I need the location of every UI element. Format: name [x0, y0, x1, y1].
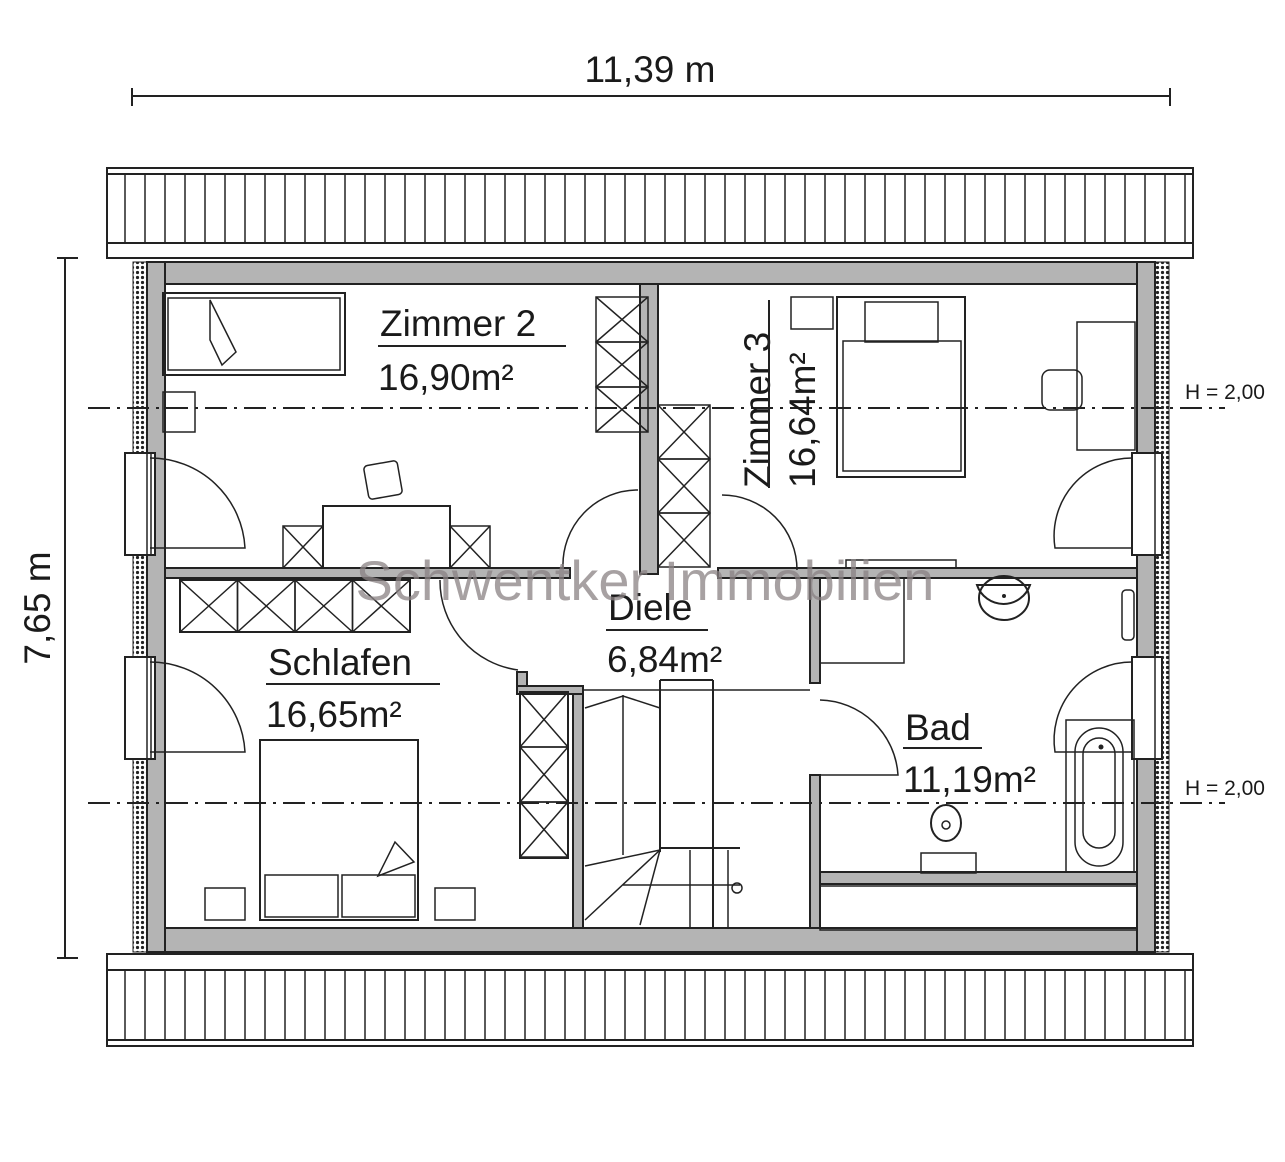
room-name: Schlafen [268, 642, 412, 683]
room-area: 16,64m² [782, 352, 823, 488]
height-marker-top: H = 2,00 [1185, 381, 1265, 404]
depth-dimension [57, 257, 78, 959]
height-marker-bottom: H = 2,00 [1185, 777, 1265, 800]
room-area: 11,19m² [903, 759, 1036, 800]
room-name: Bad [905, 707, 971, 748]
windows [124, 452, 1163, 760]
staircase [583, 679, 810, 928]
width-label: 11,39 m [585, 49, 716, 90]
room-schlafen: Schlafen 16,65m² [266, 642, 440, 735]
furniture-schlafen [179, 579, 569, 921]
room-area: 16,65m² [266, 694, 402, 735]
room-bad: Bad 11,19m² [903, 707, 1036, 800]
width-dimension [131, 88, 1171, 106]
room-name: Diele [608, 587, 692, 628]
doors [149, 457, 1134, 776]
room-diele: Diele 6,84m² [606, 587, 722, 680]
furniture-zimmer2 [162, 292, 649, 569]
roof-top [106, 167, 1194, 259]
watermark: Schwentker Immobilien [356, 549, 935, 612]
room-zimmer3: Zimmer 3 16,64m² [737, 300, 823, 488]
roof-bottom [106, 953, 1194, 1047]
furniture-bad [819, 575, 1138, 931]
room-name: Zimmer 2 [380, 303, 536, 344]
room-name: Zimmer 3 [737, 332, 778, 488]
room-area: 6,84m² [607, 639, 722, 680]
insulation-left [132, 261, 148, 953]
room-zimmer2: Zimmer 2 16,90m² [378, 303, 566, 398]
outer-walls [146, 261, 1156, 953]
depth-label: 7,65 m [17, 551, 58, 664]
inner-walls [164, 283, 1138, 929]
room-area: 16,90m² [378, 357, 514, 398]
furniture-zimmer3 [657, 296, 1136, 569]
insulation-right [1154, 261, 1170, 953]
